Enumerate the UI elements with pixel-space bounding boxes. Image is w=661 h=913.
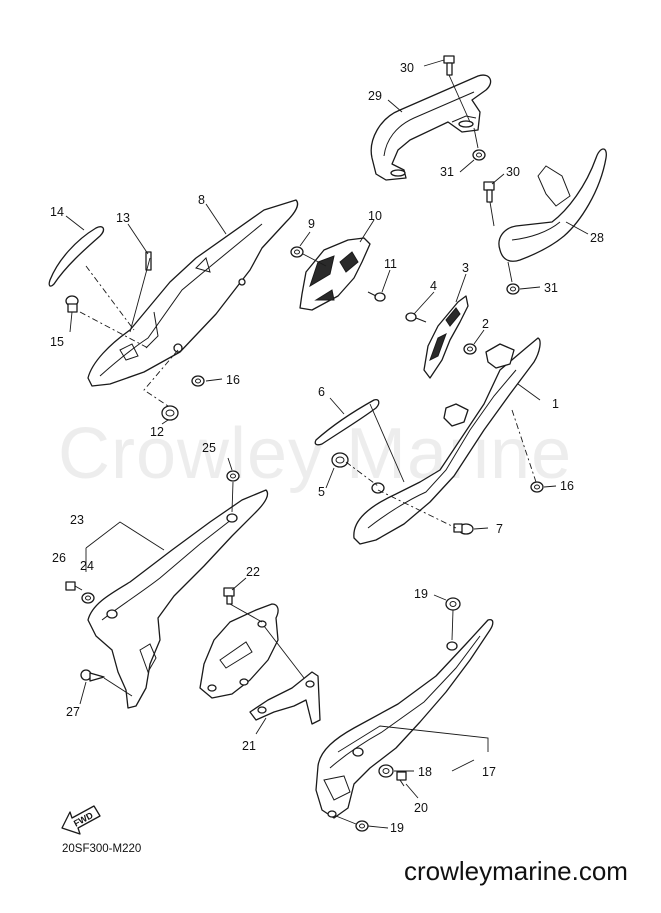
callout-19-upper: 19 [414, 587, 428, 601]
callout-26: 26 [52, 551, 66, 565]
callout-1: 1 [552, 397, 559, 411]
nut-part-25[interactable] [226, 470, 240, 482]
nut-part-19-lower[interactable] [355, 820, 369, 832]
callout-7: 7 [496, 522, 503, 536]
callout-15: 15 [50, 335, 64, 349]
callouts: 1 2 3 4 5 6 7 8 9 10 11 12 13 14 15 16 1… [50, 61, 604, 835]
callout-9: 9 [308, 217, 315, 231]
callout-29: 29 [368, 89, 382, 103]
grab-bar-part-29[interactable] [370, 74, 492, 181]
fwd-arrow-icon: FWD [61, 805, 101, 835]
bracket-part-10[interactable] [299, 237, 371, 311]
callout-12: 12 [150, 425, 164, 439]
callout-8: 8 [198, 193, 205, 207]
trim-strip-part-6[interactable] [314, 398, 380, 446]
nut-part-31-lower[interactable] [506, 283, 520, 295]
callout-27: 27 [66, 705, 80, 719]
callout-3: 3 [462, 261, 469, 275]
callout-28: 28 [590, 231, 604, 245]
callout-19-lower: 19 [390, 821, 404, 835]
watermark: Crowley Marine [58, 414, 572, 494]
screw-part-26[interactable] [65, 581, 83, 591]
callout-21: 21 [242, 739, 256, 753]
trim-strip-part-14[interactable] [48, 226, 105, 287]
callout-30-lower: 30 [506, 165, 520, 179]
callout-20: 20 [414, 801, 428, 815]
callout-23: 23 [70, 513, 84, 527]
bracket-part-21[interactable] [249, 671, 321, 725]
bolt-part-30-upper[interactable] [443, 55, 455, 76]
callout-5: 5 [318, 485, 325, 499]
callout-13: 13 [116, 211, 130, 225]
callout-30-upper: 30 [400, 61, 414, 75]
grommet-part-12[interactable] [161, 405, 179, 421]
callout-25: 25 [202, 441, 216, 455]
screw-part-22[interactable] [223, 587, 235, 605]
site-url[interactable]: crowleymarine.com [404, 856, 628, 886]
grommet-part-24[interactable] [81, 592, 95, 604]
grommet-part-5[interactable] [331, 452, 349, 468]
callout-18: 18 [418, 765, 432, 779]
grommet-part-15[interactable] [65, 295, 79, 313]
callout-6: 6 [318, 385, 325, 399]
diagram-code: 20SF300-M220 [62, 843, 141, 855]
callout-16-right: 16 [560, 479, 574, 493]
grab-bar-part-28[interactable] [498, 148, 607, 262]
callout-16-left: 16 [226, 373, 240, 387]
lower-cover-part-17[interactable] [315, 618, 494, 819]
bolt-part-7[interactable] [453, 523, 474, 535]
callout-11: 11 [384, 257, 397, 271]
callout-31-upper: 31 [440, 165, 454, 179]
clip-part-13[interactable] [145, 251, 152, 271]
callout-31-lower: 31 [544, 281, 558, 295]
callout-4: 4 [430, 279, 437, 293]
callout-17: 17 [482, 765, 496, 779]
rivet-part-27[interactable] [80, 669, 105, 682]
screw-part-20[interactable] [396, 771, 407, 787]
plate-part-22[interactable] [199, 603, 279, 699]
nut-part-9[interactable] [290, 246, 304, 258]
callout-2: 2 [482, 317, 489, 331]
callout-22: 22 [246, 565, 260, 579]
side-cover-part-1[interactable] [353, 337, 541, 545]
leader-lines [65, 59, 589, 829]
grommet-part-18[interactable] [378, 764, 394, 778]
callout-10: 10 [368, 209, 382, 223]
bracket-part-3[interactable] [423, 295, 469, 379]
nut-part-31-upper[interactable] [472, 149, 486, 161]
nut-part-2[interactable] [463, 343, 477, 355]
bolt-part-30-lower[interactable] [483, 181, 495, 203]
callout-14: 14 [50, 205, 64, 219]
callout-24: 24 [80, 559, 94, 573]
side-cover-part-8[interactable] [87, 199, 299, 387]
screw-part-4[interactable] [405, 312, 427, 323]
screw-part-11[interactable] [367, 291, 386, 302]
nut-part-19-upper[interactable] [445, 597, 461, 611]
nut-part-16-right[interactable] [530, 481, 544, 493]
lower-cover-part-23[interactable] [87, 489, 269, 709]
nut-part-16-left[interactable] [191, 375, 205, 387]
